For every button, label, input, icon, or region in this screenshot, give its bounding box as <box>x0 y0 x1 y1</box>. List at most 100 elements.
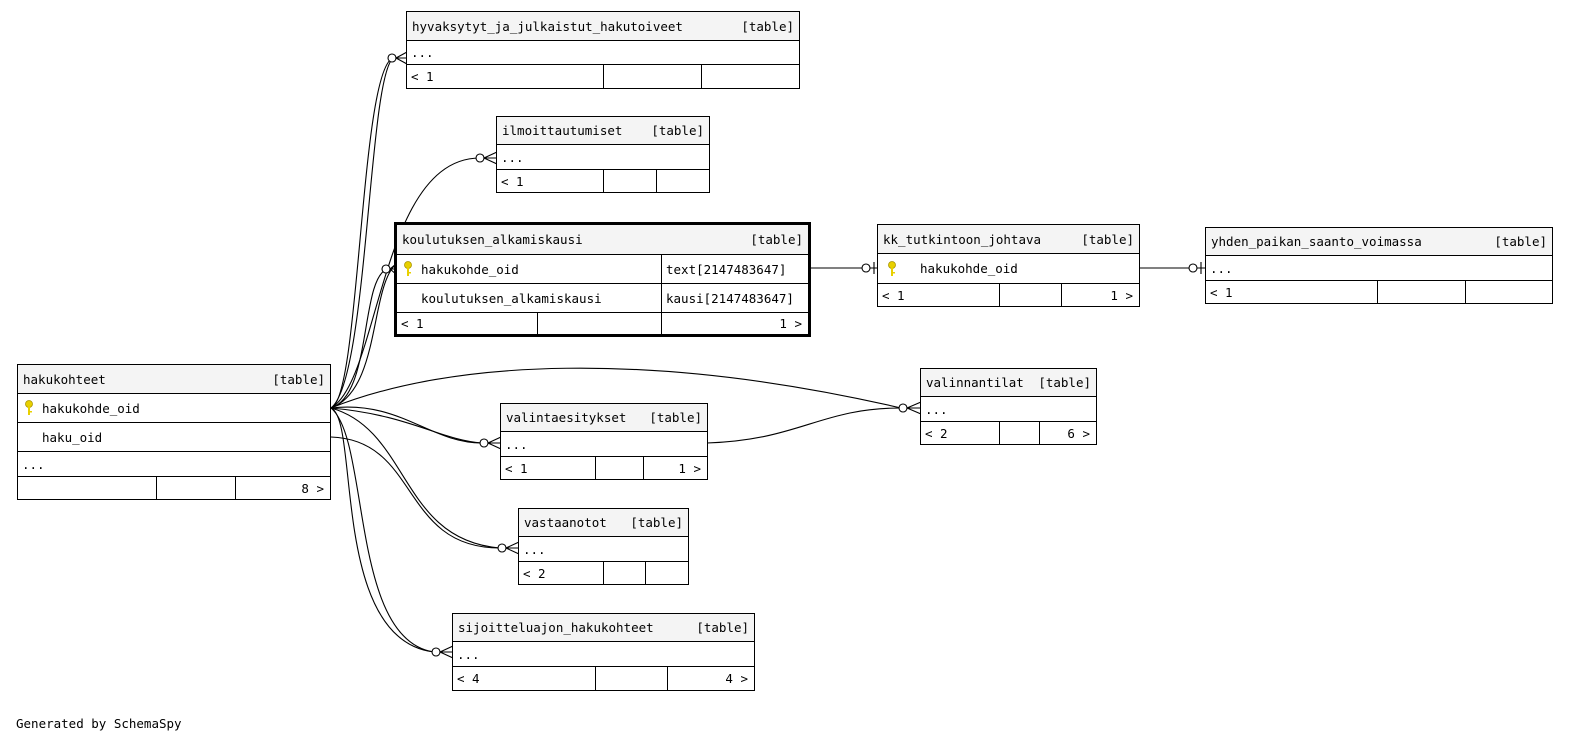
column-name: hakukohde_oid <box>42 400 140 416</box>
rows-count <box>999 422 1039 444</box>
table-footer: < 1 1 > <box>501 457 707 479</box>
more-columns-row: ... <box>407 41 799 65</box>
parents-count: < 2 <box>523 565 546 581</box>
column-row[interactable]: haku_oid <box>18 423 330 452</box>
edge-hakukohteet-valinnantilat <box>330 367 902 409</box>
table-header: valintaesitykset [table] <box>501 404 707 432</box>
table-ilmoittautumiset[interactable]: ilmoittautumiset [table] ... < 1 <box>496 116 710 193</box>
table-kind: [table] <box>741 18 794 34</box>
more-columns-row: ... <box>921 397 1096 422</box>
table-header: vastaanotot [table] <box>519 509 688 537</box>
parents-count: < 1 <box>505 460 528 476</box>
more-columns: ... <box>523 541 546 557</box>
table-valinnantilat[interactable]: valinnantilat [table] ... < 2 6 > <box>920 368 1097 445</box>
table-vastaanotot[interactable]: vastaanotot [table] ... < 2 <box>518 508 689 585</box>
generated-by-note: Generated by SchemaSpy <box>16 716 182 731</box>
column-row[interactable]: koulutuksen_alkamiskausi kausi[214748364… <box>397 284 808 313</box>
children-count: 6 > <box>1039 422 1096 444</box>
table-name: ilmoittautumiset <box>502 123 623 138</box>
children-count: 1 > <box>1061 284 1139 306</box>
more-columns: ... <box>501 149 524 165</box>
column-type: kausi[2147483647] <box>661 284 808 312</box>
table-kind: [table] <box>630 515 683 530</box>
table-name: valintaesitykset <box>506 410 627 425</box>
rows-count <box>156 477 235 499</box>
table-footer: < 2 <box>519 562 688 584</box>
column-row[interactable]: hakukohde_oid <box>18 394 330 423</box>
table-footer: < 1 1 > <box>878 284 1139 306</box>
table-kind: [table] <box>1494 234 1547 249</box>
children-count <box>645 562 688 584</box>
rows-count <box>603 562 645 584</box>
table-header: kk_tutkintoon_johtava [table] <box>878 225 1139 254</box>
table-footer: < 2 6 > <box>921 422 1096 444</box>
table-kk-tutkintoon-johtava[interactable]: kk_tutkintoon_johtava [table] hakukohde_… <box>877 224 1140 307</box>
table-kind: [table] <box>649 410 702 425</box>
table-header: koulutuksen_alkamiskausi [table] <box>397 225 808 255</box>
rows-count <box>999 284 1061 306</box>
table-header: sijoitteluajon_hakukohteet [table] <box>453 614 754 642</box>
table-header: valinnantilat [table] <box>921 369 1096 397</box>
table-name: koulutuksen_alkamiskausi <box>402 232 583 247</box>
edge-hakukohteet-vastaanotot <box>330 436 501 549</box>
table-header: hyvaksytyt_ja_julkaistut_hakutoiveet [ta… <box>407 12 799 41</box>
table-name: valinnantilat <box>926 375 1024 390</box>
table-hakukohteet[interactable]: hakukohteet [table] hakukohde_oid haku_o… <box>17 364 331 500</box>
table-footer: < 1 <box>407 65 799 88</box>
more-columns: ... <box>457 646 480 662</box>
column-name: koulutuksen_alkamiskausi <box>421 290 602 306</box>
column-name: hakukohde_oid <box>920 261 1018 276</box>
primary-key-icon <box>888 260 896 276</box>
table-header: ilmoittautumiset [table] <box>497 117 709 145</box>
table-header: hakukohteet [table] <box>18 365 330 394</box>
more-columns-row: ... <box>519 537 688 562</box>
more-columns-row: ... <box>18 452 330 477</box>
more-columns-row: ... <box>501 432 707 457</box>
column-row[interactable]: hakukohde_oid text[2147483647] <box>397 255 808 284</box>
parents-count <box>18 477 156 499</box>
children-count: 4 > <box>667 667 754 690</box>
table-valintaesitykset[interactable]: valintaesitykset [table] ... < 1 1 > <box>500 403 708 480</box>
table-name: vastaanotot <box>524 515 607 530</box>
column-row[interactable]: hakukohde_oid <box>878 254 1139 284</box>
table-yhden-paikan-saanto-voimassa[interactable]: yhden_paikan_saanto_voimassa [table] ...… <box>1205 227 1553 304</box>
table-header: yhden_paikan_saanto_voimassa [table] <box>1206 228 1552 256</box>
column-name: hakukohde_oid <box>421 261 519 277</box>
rows-count <box>537 313 661 334</box>
table-hyvaksytyt-ja-julkaistut-hakutoiveet[interactable]: hyvaksytyt_ja_julkaistut_hakutoiveet [ta… <box>406 11 800 89</box>
children-count <box>1465 281 1552 303</box>
parents-count: < 1 <box>882 287 905 303</box>
table-footer: < 1 1 > <box>397 313 808 334</box>
rows-count <box>1377 281 1465 303</box>
parents-count: < 1 <box>501 173 524 189</box>
parents-count: < 1 <box>401 316 424 331</box>
column-name: haku_oid <box>42 429 103 445</box>
children-count <box>701 65 799 88</box>
edge-hakukohteet-valintaesitykset <box>330 406 483 444</box>
table-footer: < 1 <box>1206 281 1552 303</box>
more-columns: ... <box>505 436 528 452</box>
table-kind: [table] <box>696 620 749 635</box>
children-count: 1 > <box>643 457 707 479</box>
parents-count: < 1 <box>411 69 434 84</box>
edge-hakukohteet-hyvaksytyt <box>330 57 394 409</box>
more-columns-row: ... <box>1206 256 1552 281</box>
parents-count: < 2 <box>925 425 948 441</box>
edge-hakukohteet-sijoitteluajon <box>330 407 435 653</box>
table-footer: < 4 4 > <box>453 667 754 690</box>
parents-count: < 1 <box>1210 284 1233 300</box>
edge-hakukohteet-koulutuksen <box>330 268 388 409</box>
column-type: text[2147483647] <box>661 255 808 283</box>
table-koulutuksen-alkamiskausi[interactable]: koulutuksen_alkamiskausi [table] hakukoh… <box>394 222 811 337</box>
parents-count: < 4 <box>457 671 480 686</box>
children-count <box>656 170 709 192</box>
table-name: hakukohteet <box>23 371 106 387</box>
table-name: sijoitteluajon_hakukohteet <box>458 620 654 635</box>
table-sijoitteluajon-hakukohteet[interactable]: sijoitteluajon_hakukohteet [table] ... <… <box>452 613 755 691</box>
edge-valintaesitykset-valinnantilat <box>706 407 902 444</box>
more-columns: ... <box>22 456 45 472</box>
table-name: hyvaksytyt_ja_julkaistut_hakutoiveet <box>412 18 683 34</box>
more-columns: ... <box>1210 260 1233 276</box>
rows-count <box>595 667 667 690</box>
table-footer: < 1 <box>497 170 709 192</box>
